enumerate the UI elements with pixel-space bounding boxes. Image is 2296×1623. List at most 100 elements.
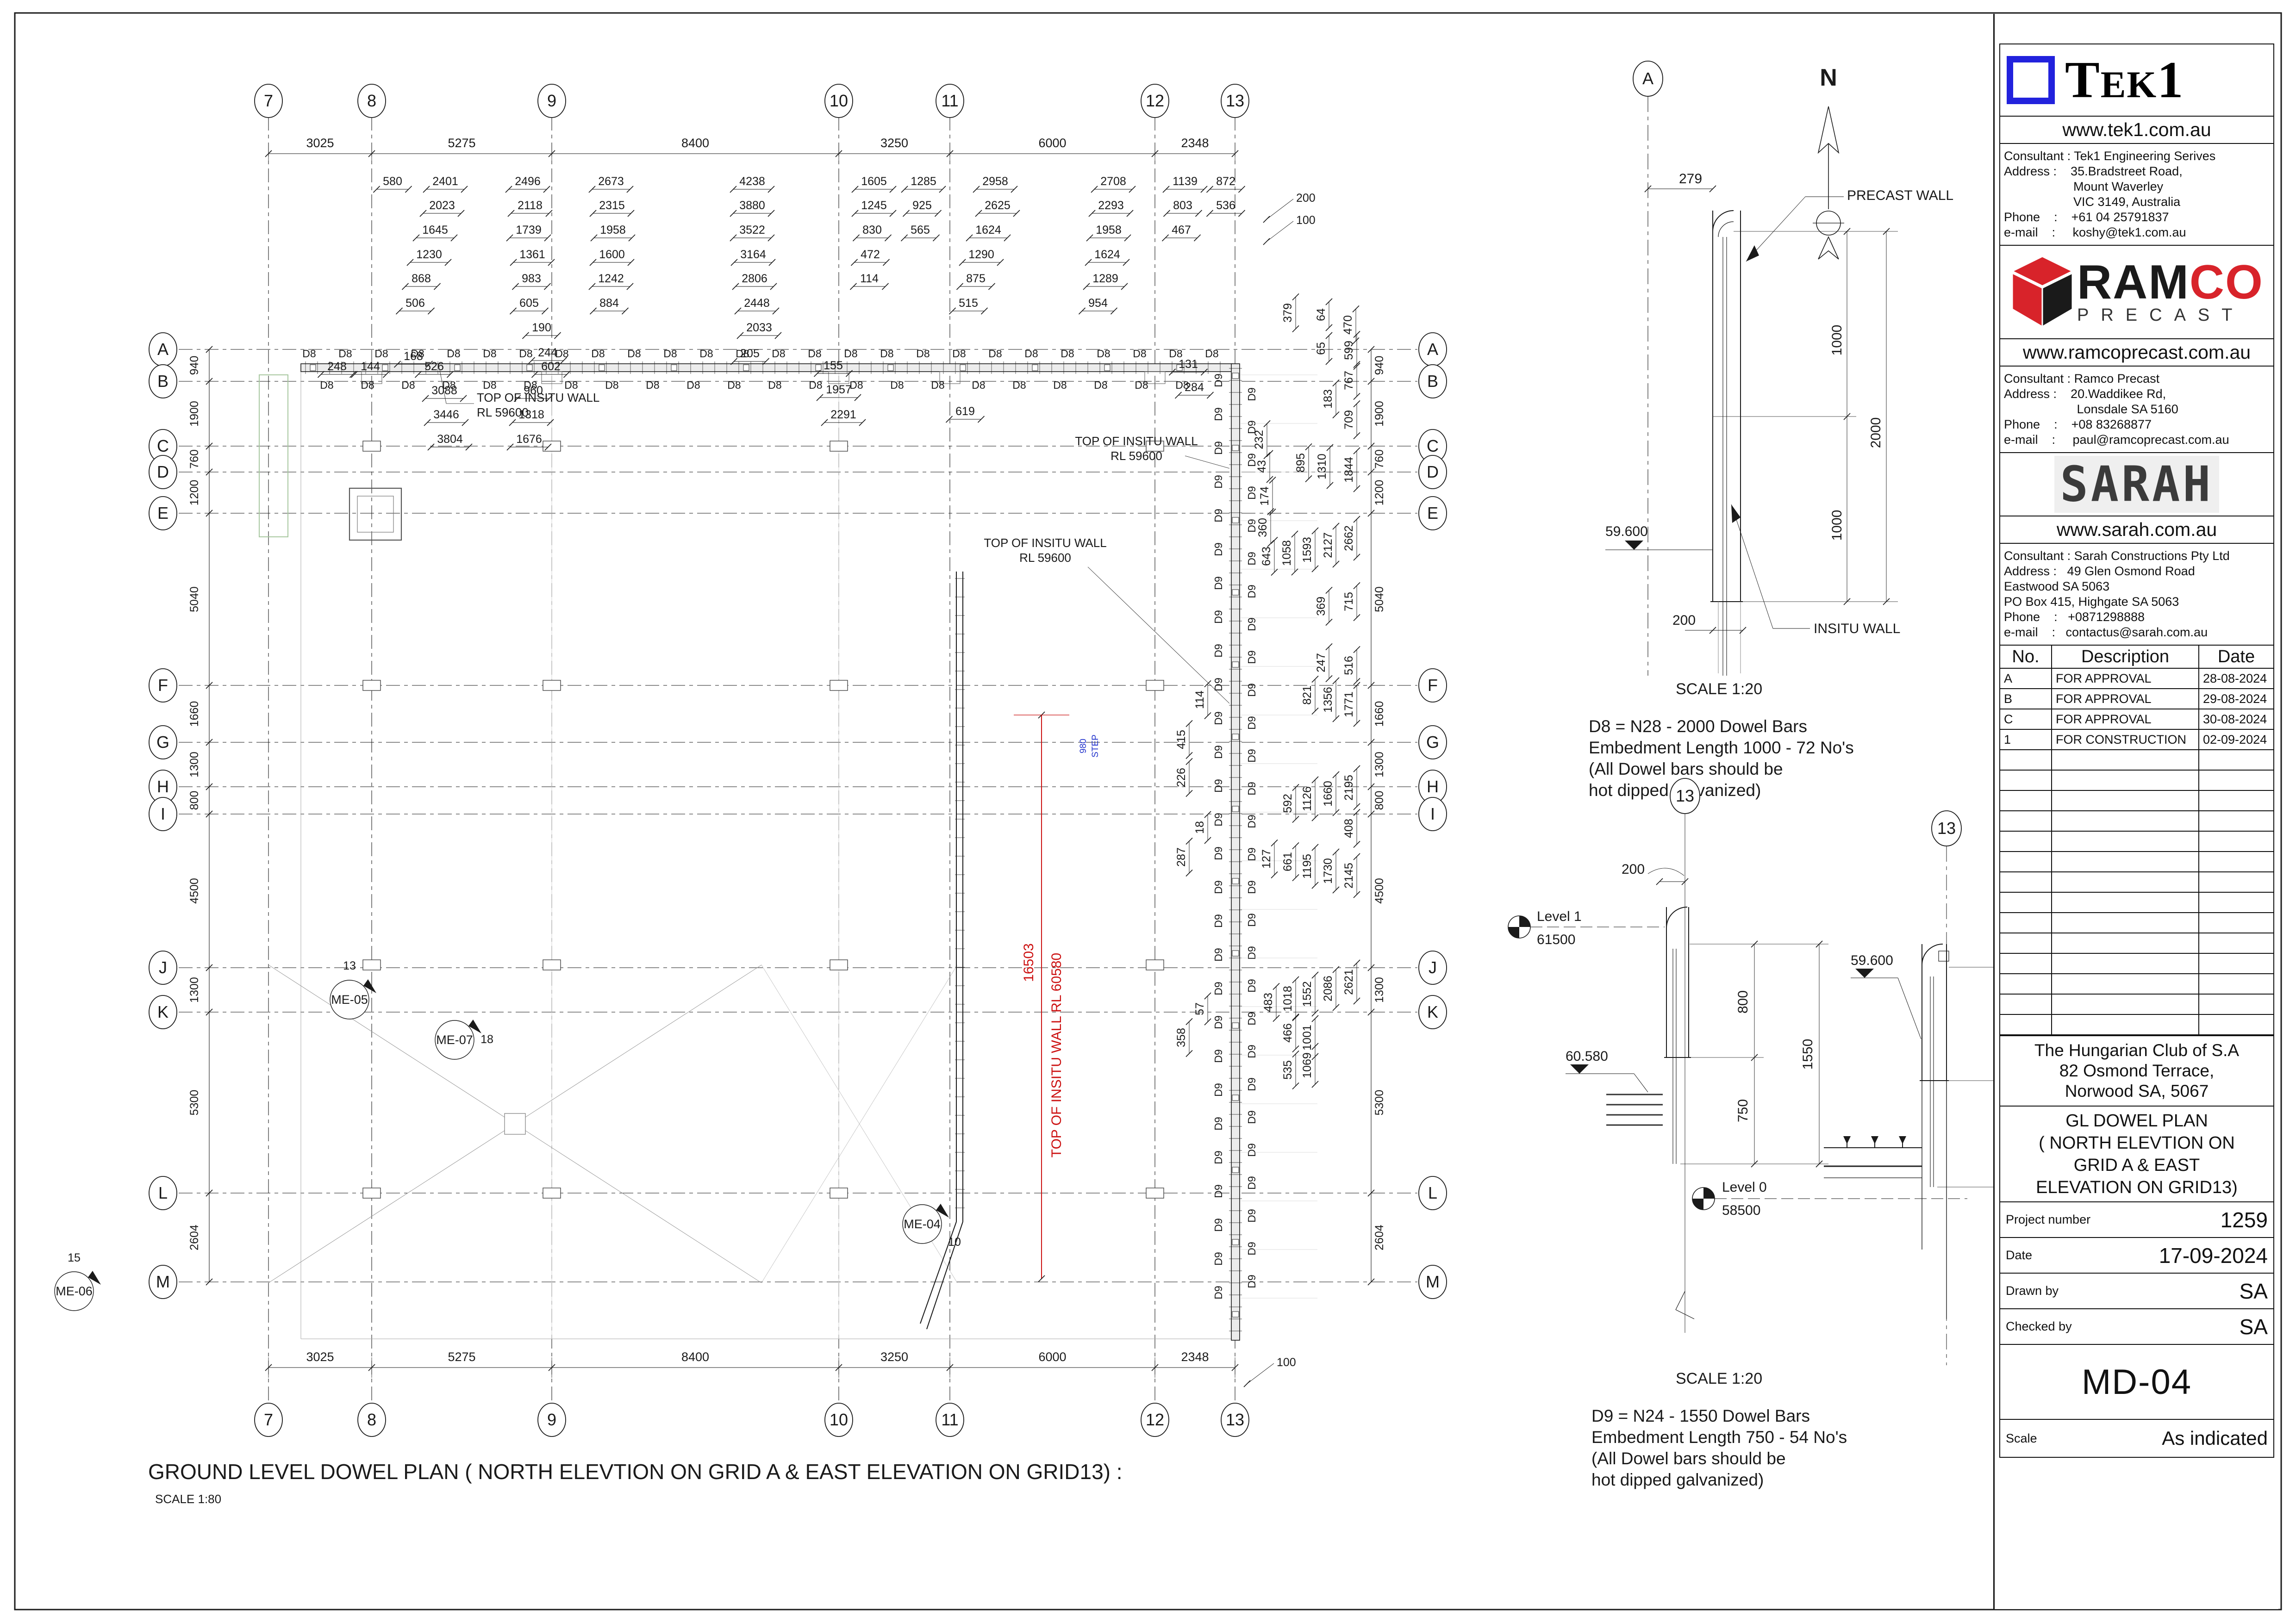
svg-text:3088: 3088 xyxy=(431,384,457,397)
svg-text:A: A xyxy=(1427,340,1438,359)
sarah-url[interactable]: www.sarah.com.au xyxy=(1999,516,2274,544)
svg-text:1290: 1290 xyxy=(968,248,994,261)
svg-text:D9: D9 xyxy=(1246,1176,1258,1189)
svg-text:2000: 2000 xyxy=(1868,417,1884,448)
svg-text:SCALE 1:80: SCALE 1:80 xyxy=(155,1492,221,1506)
svg-text:D8: D8 xyxy=(1053,379,1067,391)
ramco-wordmark: RAMCO xyxy=(2077,255,2264,310)
svg-text:800: 800 xyxy=(1735,990,1751,1014)
svg-text:D9: D9 xyxy=(1246,1110,1258,1124)
svg-text:1300: 1300 xyxy=(188,977,201,1003)
rev-cell xyxy=(2199,1015,2273,1035)
svg-text:D9: D9 xyxy=(1246,1077,1258,1091)
svg-text:960: 960 xyxy=(524,384,543,397)
svg-text:K: K xyxy=(1427,1002,1438,1021)
svg-text:D8: D8 xyxy=(442,379,455,391)
rev-cell xyxy=(2199,913,2273,933)
svg-text:1000: 1000 xyxy=(1829,325,1845,356)
svg-text:830: 830 xyxy=(862,224,882,236)
scale-value: As indicated xyxy=(2162,1427,2268,1449)
svg-text:D9: D9 xyxy=(1246,782,1258,795)
svg-text:127: 127 xyxy=(1260,849,1273,869)
svg-text:D8: D8 xyxy=(686,379,700,391)
rev-cell xyxy=(2000,913,2052,933)
svg-text:1550: 1550 xyxy=(1800,1039,1816,1070)
svg-text:18: 18 xyxy=(1193,821,1206,834)
svg-text:D8: D8 xyxy=(736,348,749,360)
svg-text:D9: D9 xyxy=(1212,711,1224,725)
svg-text:D9: D9 xyxy=(1212,846,1224,860)
svg-text:661: 661 xyxy=(1281,852,1294,871)
svg-text:8400: 8400 xyxy=(681,136,709,150)
svg-text:TOP OF INSITU WALL: TOP OF INSITU WALL xyxy=(984,536,1106,550)
svg-text:INSITU WALL: INSITU WALL xyxy=(1814,621,1900,636)
rev-cell: FOR APPROVAL xyxy=(2052,669,2199,689)
svg-text:D9: D9 xyxy=(1246,1242,1258,1255)
rev-cell xyxy=(2000,791,2052,811)
svg-text:10: 10 xyxy=(830,1410,848,1429)
tek1-url[interactable]: www.tek1.com.au xyxy=(1999,117,2274,144)
svg-text:D8: D8 xyxy=(1169,348,1182,360)
svg-text:1676: 1676 xyxy=(516,433,542,446)
svg-text:E: E xyxy=(1427,504,1438,522)
text-line: Norwood SA, 5067 xyxy=(2065,1082,2209,1101)
svg-text:G: G xyxy=(156,733,169,752)
text-line: Phone : +61 04 25791837 xyxy=(2004,210,2169,224)
tek1-logo: TEK1 xyxy=(1999,44,2274,117)
svg-text:643: 643 xyxy=(1260,547,1273,566)
svg-text:D8: D8 xyxy=(401,379,415,391)
svg-text:472: 472 xyxy=(861,248,880,261)
text-line: Address : 35.Bradstreet Road, xyxy=(2004,164,2183,178)
svg-text:D8: D8 xyxy=(988,348,1002,360)
text-line: Consultant : Sarah Constructions Pty Ltd xyxy=(2004,549,2230,563)
svg-text:2145: 2145 xyxy=(1342,863,1355,889)
text-line: Address : 20.Waddikee Rd, xyxy=(2004,387,2166,401)
svg-text:13: 13 xyxy=(343,959,356,972)
svg-text:1245: 1245 xyxy=(861,199,887,212)
checked-by-value: SA xyxy=(2239,1314,2268,1339)
svg-text:D9: D9 xyxy=(1246,420,1258,434)
rev-cell: FOR APPROVAL xyxy=(2052,689,2199,709)
svg-text:L: L xyxy=(1428,1183,1437,1202)
text-line: Consultant : Ramco Precast xyxy=(2004,372,2160,386)
ramco-url[interactable]: www.ramcoprecast.com.au xyxy=(1999,339,2274,367)
text-line: PO Box 415, Highgate SA 5063 xyxy=(2004,595,2179,609)
svg-text:D8: D8 xyxy=(844,348,857,360)
svg-text:200: 200 xyxy=(1296,192,1316,205)
svg-text:9: 9 xyxy=(547,91,556,110)
svg-text:12: 12 xyxy=(1146,91,1164,110)
svg-text:D8: D8 xyxy=(411,348,424,360)
svg-text:190: 190 xyxy=(532,321,551,334)
svg-text:D8: D8 xyxy=(1133,348,1146,360)
rev-cell xyxy=(2000,893,2052,913)
svg-text:D9: D9 xyxy=(1246,1209,1258,1222)
svg-text:2625: 2625 xyxy=(985,199,1011,212)
svg-text:415: 415 xyxy=(1175,730,1188,749)
text-line: GRID A & EAST xyxy=(2073,1155,2200,1175)
svg-text:1058: 1058 xyxy=(1280,540,1293,566)
svg-text:D8: D8 xyxy=(374,348,388,360)
rev-cell xyxy=(2000,832,2052,852)
svg-text:1300: 1300 xyxy=(1373,977,1386,1003)
svg-text:D9: D9 xyxy=(1212,509,1224,522)
rev-cell xyxy=(2052,974,2199,995)
svg-text:A: A xyxy=(1642,69,1653,88)
svg-text:43: 43 xyxy=(1255,460,1268,473)
svg-text:D8: D8 xyxy=(1012,379,1026,391)
svg-text:TOP OF INSITU WALL: TOP OF INSITU WALL xyxy=(1075,434,1198,448)
svg-text:2604: 2604 xyxy=(1373,1225,1386,1250)
rev-cell xyxy=(2000,933,2052,954)
svg-text:470: 470 xyxy=(1341,315,1354,335)
svg-text:D9: D9 xyxy=(1212,441,1224,454)
svg-text:1624: 1624 xyxy=(1094,248,1120,261)
svg-text:605: 605 xyxy=(519,297,539,310)
rev-cell: 02-09-2024 xyxy=(2199,730,2273,750)
svg-text:RL 59600: RL 59600 xyxy=(1019,551,1071,565)
svg-text:1660: 1660 xyxy=(188,701,201,727)
svg-text:D9: D9 xyxy=(1212,678,1224,691)
svg-text:1318: 1318 xyxy=(518,408,544,421)
svg-text:13: 13 xyxy=(1937,819,1956,838)
text-line: Phone : +0871298888 xyxy=(2004,610,2145,624)
svg-text:4500: 4500 xyxy=(188,878,201,904)
rev-cell xyxy=(2052,750,2199,771)
